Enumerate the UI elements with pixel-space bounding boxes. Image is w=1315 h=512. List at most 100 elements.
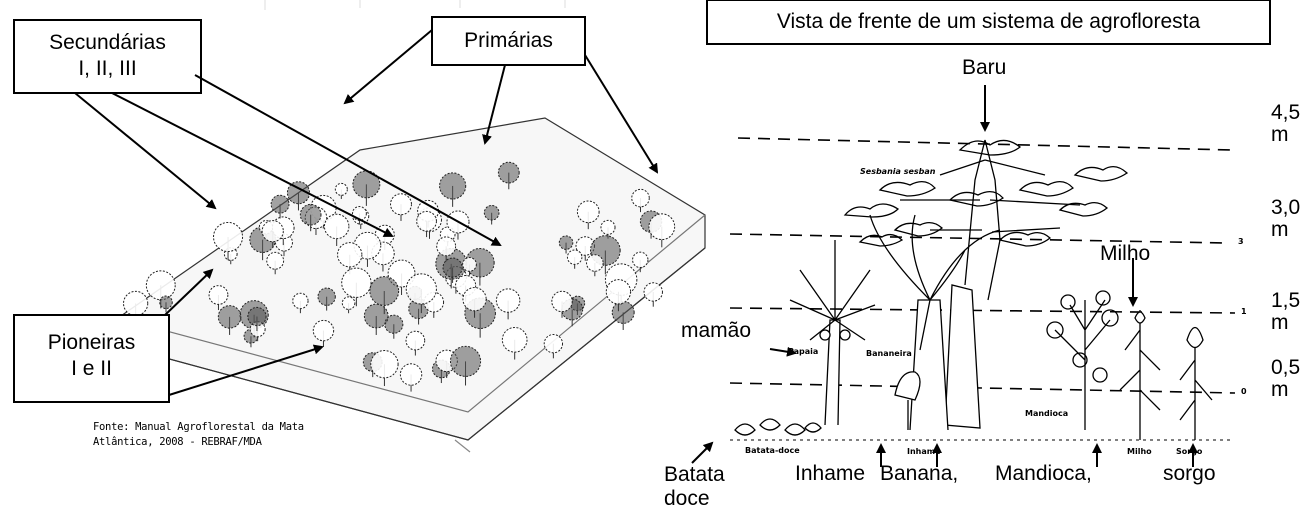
annotation-papaia: Papaia: [788, 347, 819, 356]
tree-canopy: [643, 282, 663, 302]
plant-pointer-arrows: [691, 258, 1198, 467]
tree-canopy: [247, 306, 267, 327]
tree-canopy: [390, 193, 412, 216]
height-value-45: 4,5: [1271, 101, 1301, 124]
secundarias-label: Secundárias I, II, III: [14, 30, 201, 82]
baru-label: Baru: [962, 56, 1007, 79]
height-value-15: 1,5: [1271, 289, 1301, 312]
tree-canopy: [334, 182, 348, 196]
tree-canopy: [611, 300, 635, 324]
tree-canopy: [286, 181, 311, 205]
tree-canopy: [370, 350, 399, 379]
title-box: [706, 0, 1271, 45]
tree-canopy: [123, 290, 149, 317]
diagram-title: Vista de frente de um sistema de agroflo…: [776, 10, 1201, 33]
tree-canopy: [605, 279, 632, 305]
tree-canopy: [462, 257, 477, 272]
batata-doce-label-line1: Batata: [664, 463, 725, 486]
tree-canopy: [399, 363, 423, 386]
tree-canopy: [495, 288, 521, 313]
tree-canopy: [648, 213, 676, 241]
height-unit-15: m: [1271, 311, 1289, 334]
tree-canopy: [387, 259, 416, 288]
page-grid-lines: [264, 0, 566, 10]
scale-mark-0: 0: [1241, 387, 1247, 396]
annotation-mandioca: Mandioca: [1025, 409, 1069, 418]
tree-canopy: [439, 172, 467, 200]
tree-canopy: [405, 330, 426, 351]
primarias-box: [431, 16, 586, 66]
tree-canopy: [341, 267, 372, 298]
tree-canopy: [501, 326, 528, 353]
tree-canopy: [436, 236, 457, 257]
tree-canopy: [208, 285, 229, 305]
secundarias-label-line2: I, II, III: [78, 57, 137, 80]
forest-trees: [123, 161, 676, 392]
batata-doce-label-line2: doce: [664, 487, 710, 510]
tree-canopy: [416, 210, 437, 232]
inhame-label: Inhame: [795, 462, 866, 485]
tree-canopy: [449, 345, 482, 377]
batata-doce-label: Batata doce: [664, 463, 725, 511]
tree-canopy: [145, 270, 176, 301]
pioneiras-label-line2: I e II: [71, 357, 112, 380]
tree-canopy: [586, 254, 604, 272]
tree-canopy: [159, 295, 173, 310]
tree-canopy: [631, 188, 650, 208]
tree-canopy: [323, 213, 350, 240]
primarias-label: Primárias: [464, 29, 553, 52]
tree-canopy: [405, 273, 437, 305]
tree-canopy: [341, 296, 356, 310]
tree-canopy: [270, 194, 290, 214]
tree-canopy: [292, 292, 309, 310]
plants-illustration: [730, 139, 1230, 441]
sorgo-label: sorgo: [1163, 462, 1216, 485]
mandioca-label: Mandioca,: [995, 462, 1092, 485]
secundarias-label-line1: Secundárias: [49, 31, 166, 54]
source-citation-line1: Fonte: Manual Agroflorestal da Mata: [93, 421, 304, 433]
mamao-label: mamão: [681, 319, 752, 342]
height-value-30: 3,0: [1271, 196, 1301, 219]
height-label-45: 4,5 m: [1271, 102, 1300, 146]
tree-canopy: [462, 287, 487, 312]
tree-canopy: [261, 220, 284, 243]
tree-canopy: [213, 221, 244, 252]
banana-label: Banana,: [880, 462, 959, 485]
tree-canopy: [600, 219, 616, 235]
tree-canopy: [217, 305, 242, 329]
tree-canopy: [249, 321, 266, 338]
source-citation: Fonte: Manual Agroflorestal da Mata Atlâ…: [93, 420, 304, 450]
height-dashed-lines: [729, 137, 1236, 394]
scale-mark-1: 1: [1241, 307, 1247, 316]
source-citation-line2: Atlântica, 2008 - REBRAF/MDA: [93, 436, 262, 448]
height-value-05: 0,5: [1271, 356, 1301, 379]
tree-canopy: [363, 303, 389, 329]
tree-canopy: [558, 235, 574, 250]
tree-canopy: [442, 257, 463, 278]
tree-canopy: [337, 242, 363, 268]
tree-canopy: [483, 204, 500, 221]
annotation-batata-doce: Batata-doce: [745, 446, 800, 455]
tree-canopy: [312, 319, 335, 342]
height-unit-30: m: [1271, 218, 1289, 241]
tree-canopy: [632, 251, 649, 269]
tree-canopy: [576, 200, 600, 224]
tree-canopy: [497, 161, 520, 184]
tree-canopy: [299, 203, 322, 226]
milho-label: Milho: [1100, 242, 1151, 265]
height-unit-05: m: [1271, 378, 1289, 401]
pioneiras-box: [13, 314, 170, 403]
pioneiras-label: Pioneiras I e II: [14, 330, 169, 382]
left-pointer-arrows: [74, 29, 659, 396]
annotation-sorgo: Sorgo: [1176, 447, 1203, 456]
annotation-sesbania: Sesbania sesban: [860, 167, 936, 176]
tree-canopy: [266, 251, 285, 270]
annotation-bananeira: Bananeira: [866, 349, 912, 358]
tree-canopy: [566, 249, 583, 265]
height-label-30: 3,0 m: [1271, 197, 1300, 241]
height-label-05: 0,5 m: [1271, 357, 1300, 401]
height-label-15: 1,5 m: [1271, 290, 1300, 334]
tree-canopy: [369, 276, 400, 306]
tree-canopy: [543, 334, 564, 354]
